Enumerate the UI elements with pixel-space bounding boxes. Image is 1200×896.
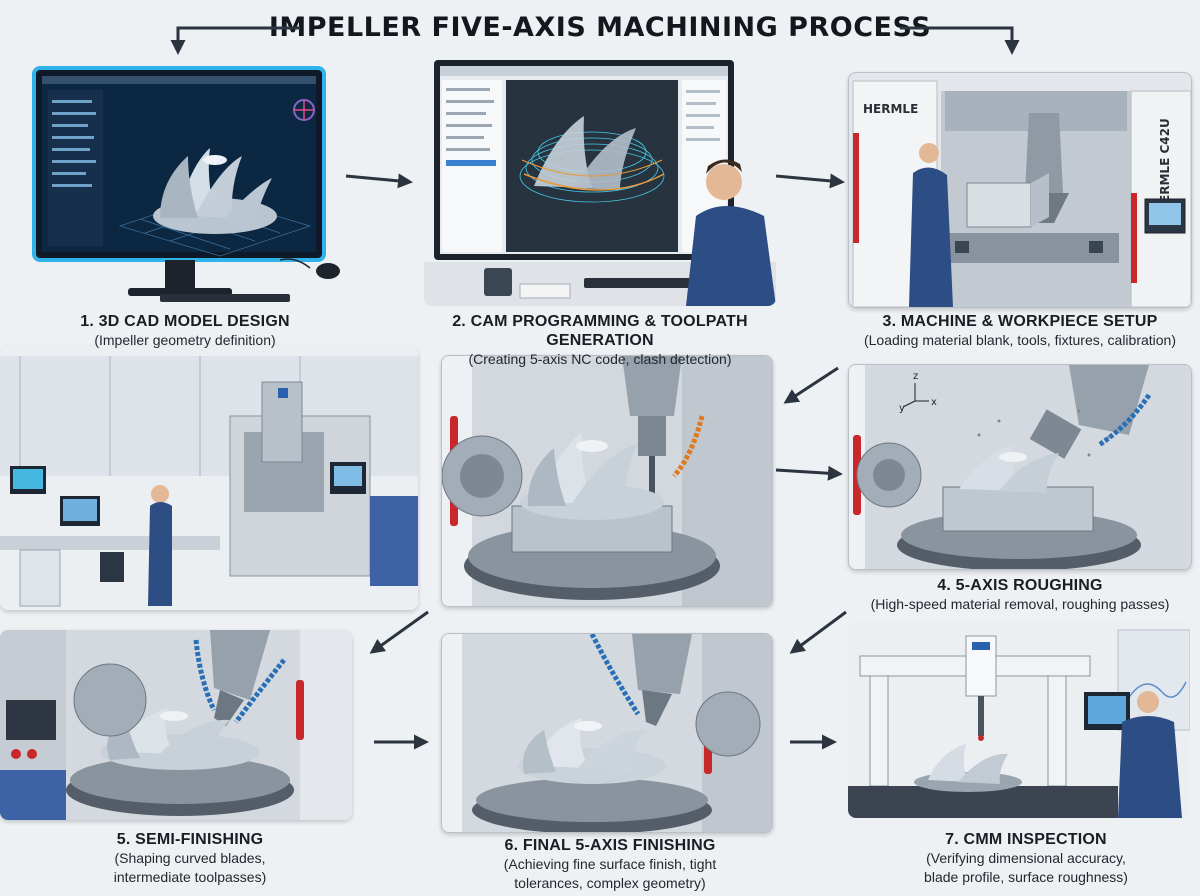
step-4-description: (High-speed material removal, roughing p… — [870, 596, 1170, 612]
panel-cam-programming — [424, 56, 776, 306]
step-1-description: (Impeller geometry definition) — [94, 332, 276, 348]
panel-roughing: z x y — [848, 364, 1192, 570]
step-3-heading: 3. MACHINE & WORKPIECE SETUP — [882, 313, 1158, 330]
step-1-heading: 1. 3D CAD MODEL DESIGN — [80, 313, 290, 330]
axis-label-y: y — [899, 403, 905, 414]
step-1-caption: 1. 3D CAD MODEL DESIGN (Impeller geometr… — [40, 312, 330, 350]
panel-semi-finishing — [0, 630, 352, 820]
panel-machining-closeup — [441, 355, 773, 607]
arrow-step3-to-closeup — [783, 366, 839, 404]
panel-cad-design — [10, 56, 350, 306]
step-7-caption: 7. CMM INSPECTION (Verifying dimensional… — [876, 830, 1176, 887]
arrow-step2-to-step3 — [775, 173, 845, 189]
step-7-heading: 7. CMM INSPECTION — [945, 831, 1107, 848]
panel-cmm-inspection — [848, 622, 1190, 818]
step-3-description: (Loading material blank, tools, fixtures… — [863, 332, 1177, 348]
step-5-description-line-1: (Shaping curved blades, — [114, 850, 266, 866]
arrow-step1-to-step2 — [345, 173, 413, 189]
step-3-caption: 3. MACHINE & WORKPIECE SETUP (Loading ma… — [846, 312, 1194, 350]
step-5-caption: 5. SEMI-FINISHING (Shaping curved blades… — [60, 830, 320, 887]
axis-label-z: z — [913, 371, 918, 382]
step-4-caption: 4. 5-AXIS ROUGHING (High-speed material … — [846, 576, 1194, 614]
step-5-heading: 5. SEMI-FINISHING — [116, 831, 264, 848]
arrow-closeup-to-step4 — [775, 465, 843, 481]
machine-brand-label: HERMLE — [863, 102, 918, 116]
step-2-caption: 2. CAM PROGRAMMING & TOOLPATH GENERATION… — [410, 312, 790, 369]
diagram-title: IMPELLER FIVE-AXIS MACHINING PROCESS — [268, 12, 932, 43]
machine-model-label: HERMLE C42U — [1158, 118, 1172, 213]
step-4-heading: 4. 5-AXIS ROUGHING — [937, 577, 1103, 594]
step-6-caption: 6. FINAL 5-AXIS FINISHING (Achieving fin… — [440, 836, 780, 893]
step-2-description: (Creating 5-axis NC code, clash detectio… — [468, 351, 732, 367]
arrow-step4-to-step5 — [369, 610, 429, 654]
step-2-heading: 2. CAM PROGRAMMING & TOOLPATH GENERATION — [452, 313, 748, 349]
step-5-description-line-2: intermediate toolpasses) — [113, 869, 267, 885]
step-6-description-line-1: (Achieving fine surface finish, tight — [503, 856, 717, 872]
panel-factory-overview — [0, 346, 418, 610]
panel-machine-setup: HERMLE HERMLE C42U — [848, 72, 1192, 308]
arrow-step4-to-step6 — [789, 610, 847, 654]
axis-label-x: x — [931, 397, 937, 408]
step-7-description-line-2: blade profile, surface roughness) — [924, 869, 1128, 885]
step-6-description-line-2: tolerances, complex geometry) — [514, 875, 706, 891]
panel-final-finishing — [441, 633, 773, 833]
step-6-heading: 6. FINAL 5-AXIS FINISHING — [504, 837, 716, 854]
step-7-description-line-1: (Verifying dimensional accuracy, — [926, 850, 1126, 866]
